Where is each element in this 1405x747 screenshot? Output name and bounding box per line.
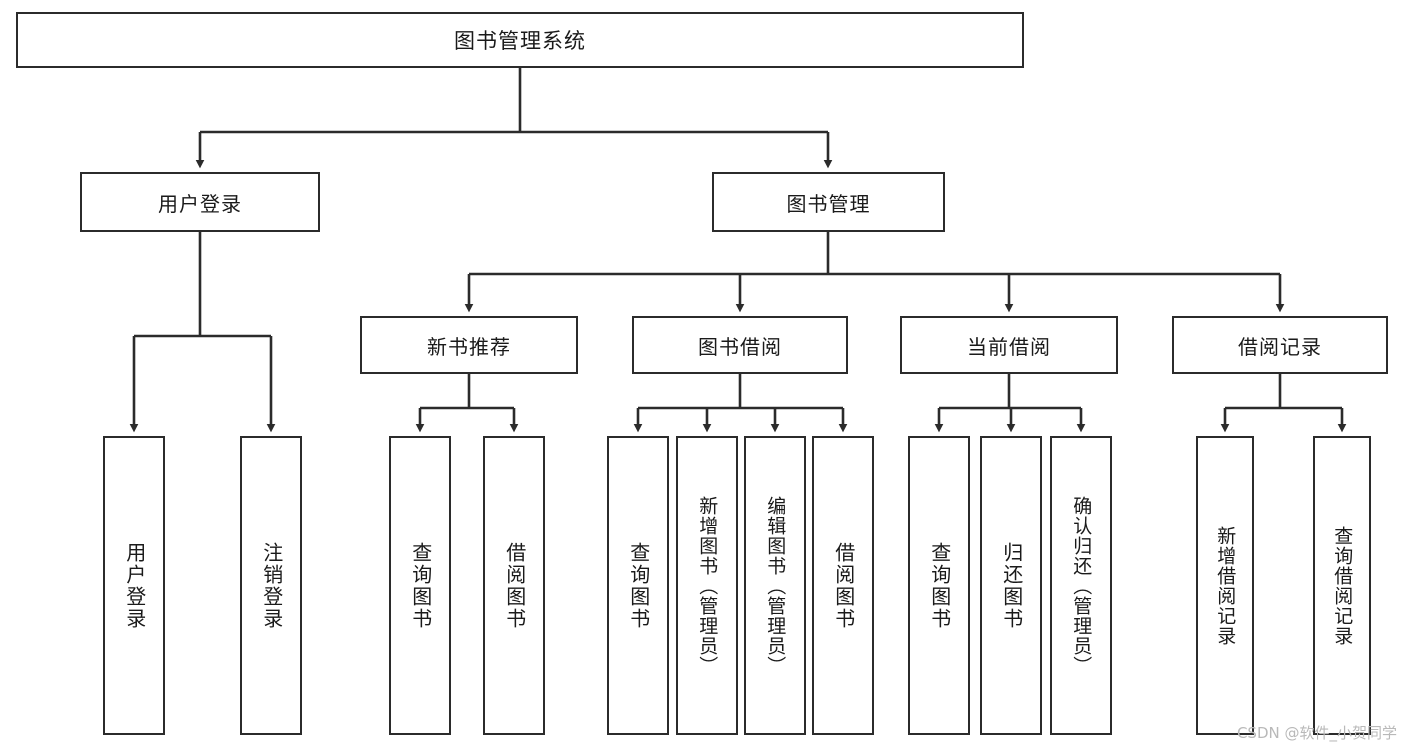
- leaf-query-borrow-record: 查询借阅记录: [1313, 436, 1371, 735]
- csdn-watermark: CSDN @软件_小贺同学: [1236, 724, 1397, 742]
- node-level3-borrow-record: 借阅记录: [1172, 316, 1388, 374]
- leaf-query-borrow-record-label: 查询借阅记录: [1331, 525, 1354, 646]
- node-level3-book-borrow-label: 图书借阅: [698, 334, 782, 359]
- leaf-query-book-current: 查询图书: [908, 436, 970, 735]
- node-level3-current-borrow-label: 当前借阅: [967, 334, 1051, 359]
- node-level2-user-login: 用户登录: [80, 172, 320, 232]
- leaf-return-book: 归还图书: [980, 436, 1042, 735]
- node-level3-current-borrow: 当前借阅: [900, 316, 1118, 374]
- leaf-confirm-return-admin: 确认归还（管理员）: [1050, 436, 1112, 735]
- leaf-confirm-return-admin-label: 确认归还（管理员）: [1070, 495, 1093, 676]
- leaf-logout: 注销登录: [240, 436, 302, 735]
- leaf-borrow-book-recommend: 借阅图书: [483, 436, 545, 735]
- leaf-edit-book-admin-label: 编辑图书（管理员）: [764, 495, 787, 676]
- node-level2-user-login-label: 用户登录: [158, 191, 242, 216]
- leaf-logout-label: 注销登录: [259, 541, 284, 630]
- node-root-label: 图书管理系统: [454, 29, 586, 53]
- node-root: 图书管理系统: [16, 12, 1024, 68]
- leaf-user-login-label: 用户登录: [122, 541, 147, 630]
- leaf-query-book-borrow: 查询图书: [607, 436, 669, 735]
- leaf-add-borrow-record: 新增借阅记录: [1196, 436, 1254, 735]
- leaf-add-book-admin-label: 新增图书（管理员）: [696, 495, 719, 676]
- leaf-query-book-current-label: 查询图书: [927, 541, 952, 630]
- node-level3-new-book-recommend: 新书推荐: [360, 316, 578, 374]
- node-level3-book-borrow: 图书借阅: [632, 316, 848, 374]
- leaf-query-book-recommend: 查询图书: [389, 436, 451, 735]
- leaf-query-book-borrow-label: 查询图书: [626, 541, 651, 630]
- node-level3-borrow-record-label: 借阅记录: [1238, 334, 1322, 359]
- node-level2-book-management: 图书管理: [712, 172, 945, 232]
- leaf-query-book-recommend-label: 查询图书: [408, 541, 433, 630]
- leaf-edit-book-admin: 编辑图书（管理员）: [744, 436, 806, 735]
- leaf-add-borrow-record-label: 新增借阅记录: [1214, 525, 1237, 646]
- leaf-add-book-admin: 新增图书（管理员）: [676, 436, 738, 735]
- leaf-return-book-label: 归还图书: [999, 541, 1024, 630]
- leaf-borrow-book-recommend-label: 借阅图书: [502, 541, 527, 630]
- node-level3-new-book-recommend-label: 新书推荐: [427, 334, 511, 359]
- leaf-borrow-book-label: 借阅图书: [831, 541, 856, 630]
- leaf-borrow-book: 借阅图书: [812, 436, 874, 735]
- node-level2-book-management-label: 图书管理: [786, 191, 871, 216]
- leaf-user-login: 用户登录: [103, 436, 165, 735]
